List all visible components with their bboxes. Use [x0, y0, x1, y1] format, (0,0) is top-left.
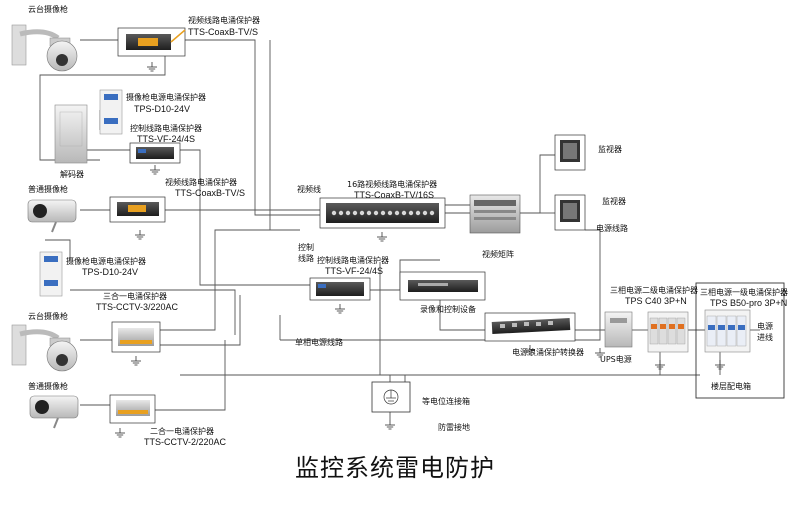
ctrl-mid-name: 控制线路电涌保护器	[317, 256, 389, 265]
two-in-one-name: 二合一电涌保护器	[150, 427, 214, 436]
cam-power-top-name: 摄像枪电源电涌保护器	[126, 93, 206, 102]
protector-cam-power-mid	[39, 251, 63, 297]
ctrl-mid-model: TTS-VF-24/4S	[325, 266, 384, 276]
protector-video-top	[117, 27, 186, 57]
spd-level1-name: 三相电源一级电涌保护器	[700, 288, 788, 297]
video-mid-model: TTS-CoaxB-TV/S	[175, 188, 246, 198]
normal-camera-2-label: 普通摄像枪	[28, 382, 68, 391]
page-title: 监控系统雷电防护	[295, 454, 495, 482]
normal-camera-1	[27, 199, 77, 233]
power-in-label-2: 进线	[757, 333, 773, 342]
protector-ctrl-mid	[309, 277, 371, 301]
two-in-one-model: TTS-CCTV-2/220AC	[144, 437, 227, 447]
spd-level2-name: 三相电源二级电涌保护器	[610, 286, 698, 295]
protector-ctrl-top	[129, 142, 181, 164]
three-in-one-name: 三合一电涌保护器	[103, 292, 167, 301]
cam-power-top-model: TPS-D10-24V	[134, 104, 191, 114]
video-mid-name: 视频线路电涌保护器	[165, 178, 237, 187]
protector-two-in-one	[109, 394, 156, 424]
equipotential-box	[371, 381, 411, 413]
control-line-label-1: 控制	[298, 243, 314, 252]
recorder	[399, 271, 486, 301]
power-line-label: 电源线路	[596, 224, 628, 233]
spd-level1	[704, 309, 751, 353]
power-strip-label: 电源浪涌保护转换器	[512, 348, 584, 357]
spd-level1-model: TPS B50-pro 3P+N	[710, 298, 788, 308]
ptz-camera-top-label: 云台摄像枪	[28, 5, 68, 14]
ups-label: UPS电源	[600, 355, 632, 364]
ptz-camera-bottom	[11, 324, 78, 372]
normal-camera-2	[29, 395, 79, 429]
video-top-name: 视频线路电涌保护器	[188, 16, 260, 25]
protector-three-in-one	[111, 321, 161, 353]
recorder-label: 录像和控制设备	[420, 305, 476, 314]
floor-box-frame	[695, 282, 785, 399]
ptz-camera-bottom-label: 云台摄像枪	[28, 312, 68, 321]
three-in-one-model: TTS-CCTV-3/220AC	[96, 302, 179, 312]
video-line-label: 视频线	[297, 185, 321, 194]
protector-video-mid	[109, 196, 166, 223]
video-matrix	[469, 194, 521, 234]
lightning-ground-label: 防雷接地	[438, 423, 470, 432]
video-top-model: TTS-CoaxB-TV/S	[188, 27, 259, 37]
protector-video-16	[319, 197, 446, 229]
monitor-1	[554, 134, 586, 171]
video-16-model: TTS-CoaxB-TV/16S	[354, 190, 435, 200]
monitor-1-label: 监视器	[598, 145, 622, 154]
ctrl-top-name: 控制线路电涌保护器	[130, 124, 202, 133]
single-phase-label: 单相电源线路	[295, 338, 343, 347]
monitor-2-label: 监视器	[602, 197, 626, 206]
equipotential-box-label: 等电位连接箱	[422, 397, 470, 406]
floor-box-label: 楼层配电箱	[711, 382, 751, 391]
power-strip	[484, 312, 576, 342]
monitor-2	[554, 194, 586, 231]
ups-unit	[604, 311, 633, 348]
ctrl-top-model: TTS-VF-24/4S	[137, 134, 196, 144]
video-matrix-label: 视频矩阵	[482, 250, 514, 259]
protector-cam-power-top	[99, 89, 123, 135]
wiring	[39, 39, 760, 420]
decoder-box	[54, 104, 88, 164]
ptz-camera-top	[11, 24, 78, 72]
video-16-name: 16路视频线路电涌保护器	[347, 180, 438, 189]
normal-camera-1-label: 普通摄像枪	[28, 185, 68, 194]
control-line-label-2: 线路	[298, 254, 314, 263]
power-in-label-1: 电源	[757, 322, 773, 331]
cam-power-mid-model: TPS-D10-24V	[82, 267, 139, 277]
spd-level2	[647, 311, 689, 353]
spd-level2-model: TPS C40 3P+N	[625, 296, 687, 306]
cam-power-mid-name: 摄像枪电源电涌保护器	[66, 257, 146, 266]
decoder-label: 解码器	[60, 170, 84, 179]
